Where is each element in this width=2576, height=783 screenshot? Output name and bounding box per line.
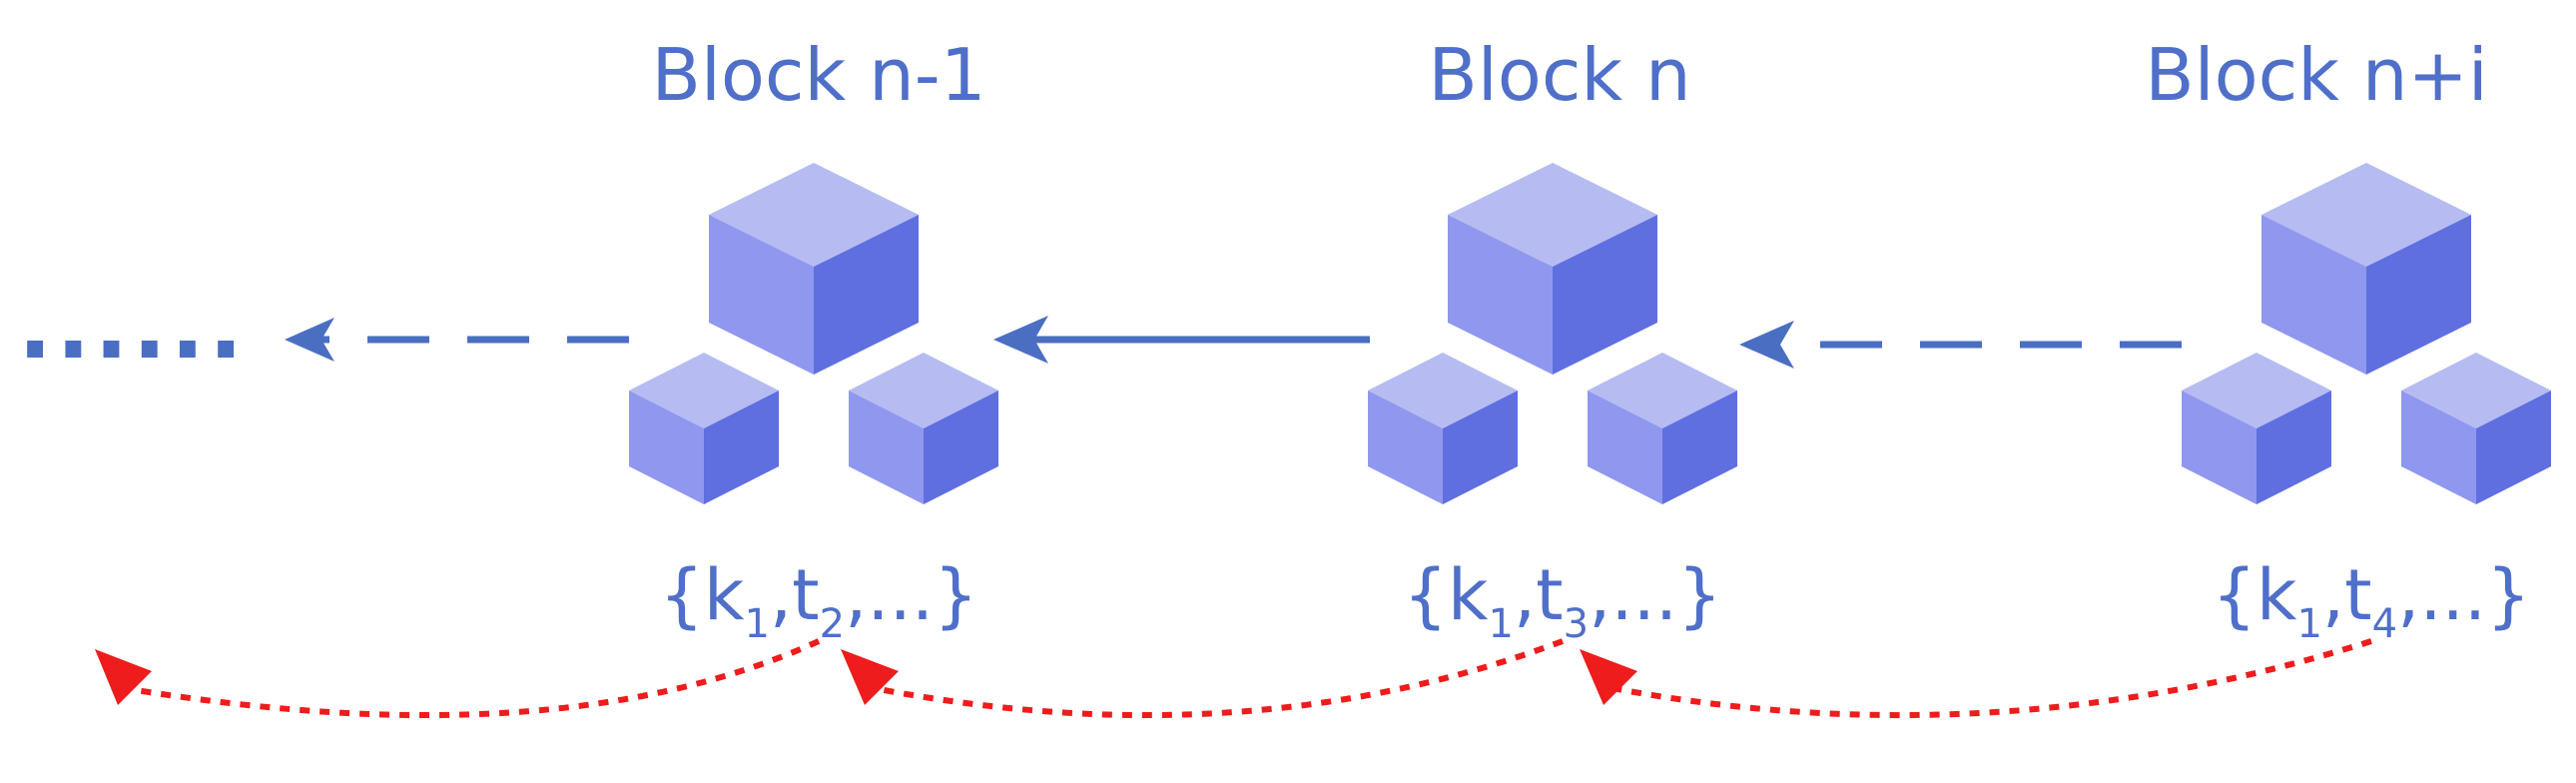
reference-arrow-to-block-n-minus-1 bbox=[841, 638, 1565, 719]
chain-ellipsis: ...... bbox=[18, 275, 247, 380]
block-set-n-minus-1: {k1,t2,...} bbox=[659, 554, 977, 647]
block-title-n-plus-i: Block n+i bbox=[2145, 33, 2488, 117]
chain-arrow-dashed-left bbox=[285, 318, 629, 362]
block-cube-icon bbox=[1368, 153, 1737, 504]
block-title-n: Block n bbox=[1428, 33, 1690, 117]
chain-arrow-solid bbox=[993, 316, 1370, 364]
block-set-n-plus-i: {k1,t4,...} bbox=[2212, 554, 2530, 647]
reference-arrow-to-previous bbox=[95, 638, 821, 719]
chain-arrow-dashed-right bbox=[1739, 321, 2182, 369]
block-title-n-minus-1: Block n-1 bbox=[651, 33, 985, 117]
block-cube-icon bbox=[629, 153, 998, 504]
block-set-n: {k1,t3,...} bbox=[1403, 554, 1721, 647]
reference-arrow-to-block-n bbox=[1580, 638, 2372, 719]
block-cube-icon bbox=[2182, 153, 2551, 504]
